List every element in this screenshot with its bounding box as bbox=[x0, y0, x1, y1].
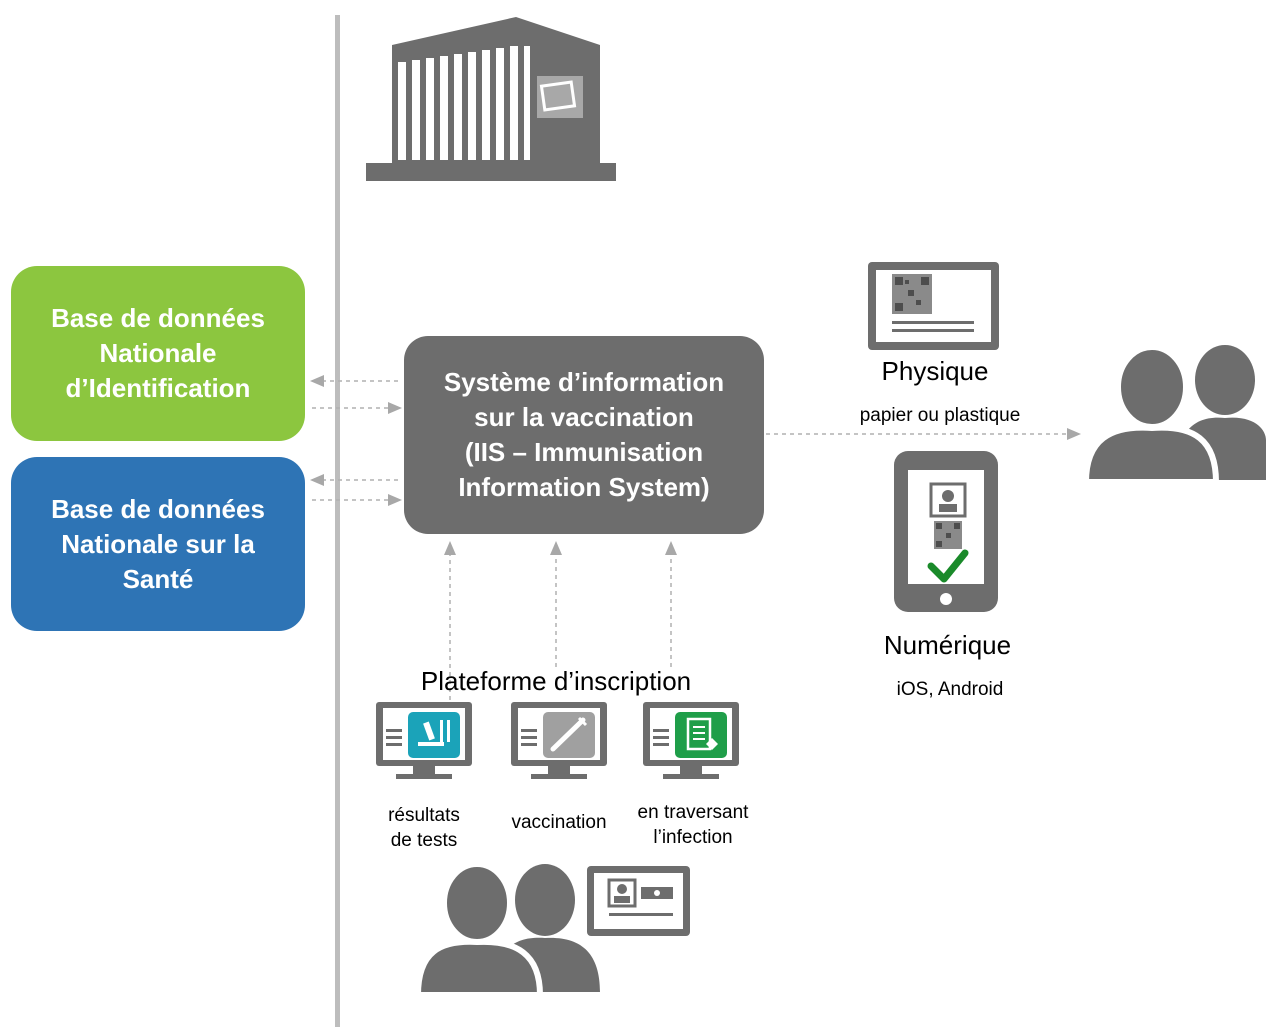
health-db-line-2: Nationale sur la bbox=[61, 528, 255, 559]
vaccination-line-1: vaccination bbox=[511, 812, 607, 833]
test-results-line-1: résultats bbox=[388, 805, 460, 826]
iis-line-2: sur la vaccination bbox=[474, 402, 694, 432]
monitor-infection bbox=[643, 702, 739, 779]
digital-title: Numérique bbox=[883, 630, 1012, 660]
platform-item-test-results: résultats de tests bbox=[366, 803, 482, 853]
platform-item-infection: en traversant l’infection bbox=[626, 800, 760, 850]
physical-subtitle: papier ou plastique bbox=[859, 405, 1021, 426]
health-db-line-1: Base de données bbox=[51, 493, 265, 524]
monitor-vaccination bbox=[511, 702, 607, 779]
platform-title: Plateforme d’inscription bbox=[420, 666, 692, 696]
iis-line-3: (IIS – Immunisation bbox=[464, 437, 704, 467]
physical-title: Physique bbox=[881, 356, 989, 386]
iis-system-box: Système d’information sur la vaccination… bbox=[404, 336, 764, 534]
monitor-test-results bbox=[376, 702, 472, 779]
infection-line-1: en traversant bbox=[637, 802, 749, 823]
iis-line-1: Système d’information bbox=[443, 367, 725, 397]
identity-db-line-1: Base de données bbox=[51, 303, 265, 333]
platform-item-vaccination: vaccination bbox=[495, 810, 623, 835]
national-health-database-box: Base de données Nationale sur la Santé bbox=[11, 457, 305, 631]
vertical-divider bbox=[335, 15, 340, 1027]
infection-line-2: l’infection bbox=[653, 827, 733, 848]
digital-subtitle: iOS, Android bbox=[896, 679, 1004, 700]
test-results-line-2: de tests bbox=[390, 830, 458, 851]
health-db-line-3: Santé bbox=[122, 563, 194, 594]
national-identity-database-box: Base de données Nationale d’Identificati… bbox=[11, 266, 305, 441]
identity-db-line-3: d’Identification bbox=[65, 373, 251, 403]
iis-line-4: Information System) bbox=[458, 472, 710, 502]
identity-db-line-2: Nationale bbox=[99, 338, 217, 368]
id-card-icon bbox=[587, 866, 690, 936]
